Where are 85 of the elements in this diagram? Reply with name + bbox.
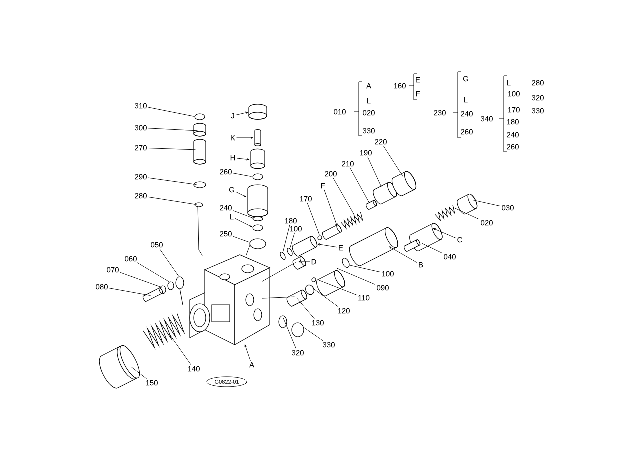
leader-line xyxy=(434,228,456,239)
leader-line xyxy=(236,158,250,160)
part-drawing xyxy=(168,282,174,290)
leader-line xyxy=(290,232,296,248)
part-drawing xyxy=(373,182,398,205)
part-drawing xyxy=(392,171,417,196)
leader-line xyxy=(168,332,192,366)
part-drawing xyxy=(342,258,350,268)
leader-line xyxy=(318,280,357,296)
part-drawing xyxy=(176,276,184,306)
leader-line xyxy=(389,246,418,264)
part-drawing xyxy=(248,184,268,218)
part-drawing xyxy=(292,256,306,270)
leader-line xyxy=(148,148,196,150)
part-drawing xyxy=(287,248,293,256)
leader-line xyxy=(296,298,315,320)
leader-line xyxy=(349,265,381,273)
part-drawing xyxy=(194,139,206,165)
guide-line xyxy=(262,262,296,282)
part-drawing xyxy=(278,316,288,328)
leader-line xyxy=(148,196,197,206)
part-drawing xyxy=(312,278,316,282)
part-drawing xyxy=(143,314,186,350)
leader-line xyxy=(160,248,180,278)
guide-line xyxy=(198,206,203,256)
leader-line xyxy=(233,236,250,243)
leader-line xyxy=(148,107,195,117)
part-drawing xyxy=(252,174,264,180)
leader-line xyxy=(148,178,197,186)
leader-line xyxy=(298,261,310,263)
part-drawing xyxy=(404,240,420,252)
leader-line xyxy=(235,218,252,228)
leader-line xyxy=(130,366,148,380)
part-drawing xyxy=(366,200,378,210)
part-drawing xyxy=(457,194,478,215)
leader-line xyxy=(283,318,297,350)
part-drawing xyxy=(292,236,318,257)
leader-line xyxy=(473,200,501,207)
part-drawing xyxy=(248,104,268,120)
leader-line xyxy=(336,268,376,286)
leader-line xyxy=(236,112,248,116)
leader-line xyxy=(307,202,320,236)
part-drawing xyxy=(286,290,308,307)
leader-line xyxy=(236,137,254,139)
part-drawing xyxy=(194,114,206,120)
leader-line xyxy=(244,344,251,362)
leader-line xyxy=(333,178,355,216)
part-drawing xyxy=(194,123,206,137)
leader-line xyxy=(452,207,480,220)
part-drawing xyxy=(252,216,264,222)
part-drawing xyxy=(250,148,266,170)
part-drawing xyxy=(252,224,264,232)
leader-line xyxy=(304,327,324,342)
leader-line xyxy=(236,192,246,198)
leader-line xyxy=(109,288,151,296)
leader-line xyxy=(148,128,198,132)
part-drawing xyxy=(340,212,364,230)
part-drawing xyxy=(316,270,346,296)
part-drawing xyxy=(305,284,315,296)
leader-line xyxy=(312,288,339,308)
leader-line xyxy=(318,244,338,248)
part-drawing xyxy=(434,205,456,222)
part-drawing xyxy=(292,322,304,338)
part-drawing xyxy=(349,228,398,266)
part-drawing xyxy=(250,238,266,250)
leader-line xyxy=(233,210,254,219)
leader-line xyxy=(233,173,252,177)
part-drawing xyxy=(280,252,286,260)
leader-line xyxy=(137,262,170,283)
leader-line xyxy=(383,146,404,178)
part-drawing xyxy=(99,345,140,389)
leader-line xyxy=(422,243,443,254)
part-drawing xyxy=(142,288,164,302)
part-drawing xyxy=(254,130,262,146)
guide-line xyxy=(262,296,295,299)
part-drawing xyxy=(194,202,204,208)
leader-line xyxy=(350,168,370,204)
guide-line xyxy=(246,244,251,256)
part-drawing xyxy=(322,224,342,240)
leader-line xyxy=(368,156,382,188)
leader-line xyxy=(120,272,162,288)
part-drawing xyxy=(318,236,322,240)
leader-line xyxy=(283,224,290,252)
part-drawing xyxy=(194,182,206,188)
leader-line xyxy=(324,190,338,226)
